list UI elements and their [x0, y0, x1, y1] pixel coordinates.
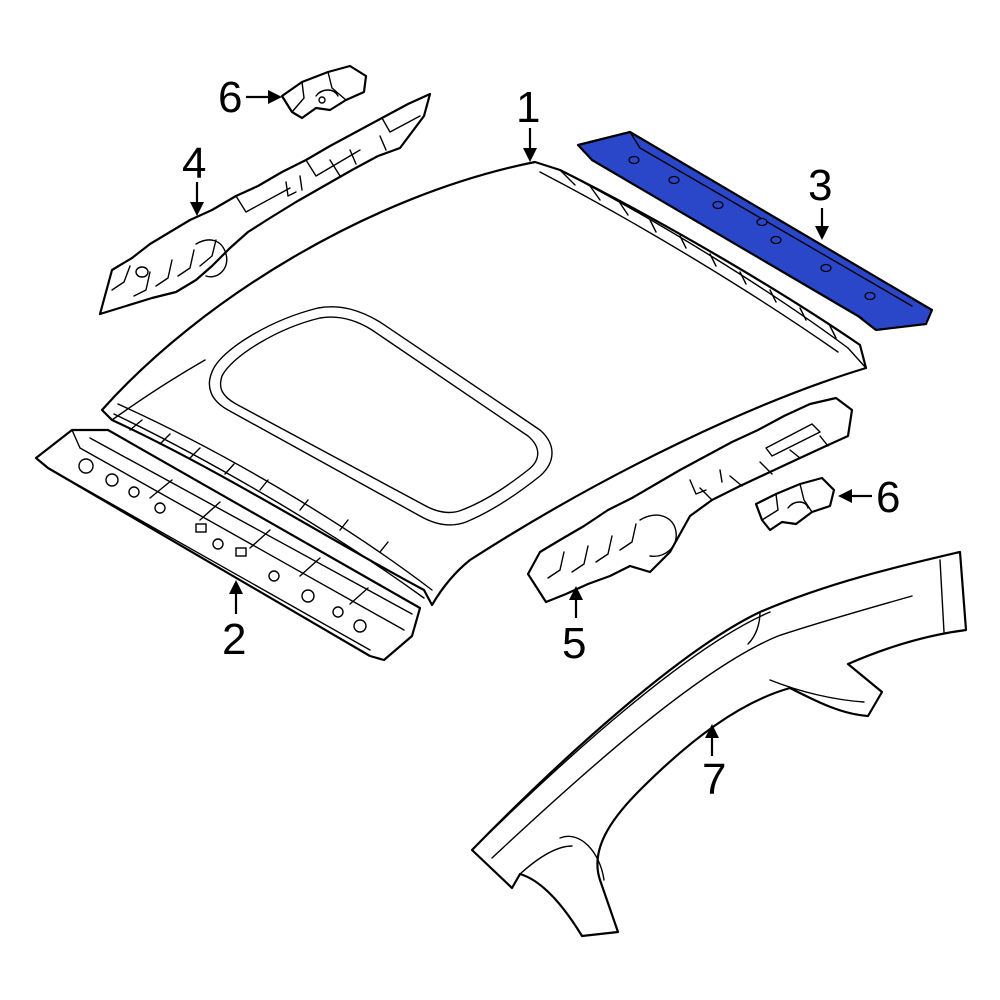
callout-1: 1	[516, 83, 540, 162]
callout-2-label: 2	[222, 615, 246, 664]
callout-6-upper: 6	[218, 73, 282, 122]
callout-7: 7	[702, 724, 726, 804]
part-6-upper-bracket[interactable]	[280, 64, 368, 120]
callout-7-label: 7	[702, 755, 726, 804]
part-3-rear-header-highlighted[interactable]	[576, 130, 934, 332]
part-6-lower-bracket[interactable]	[754, 476, 836, 532]
callout-1-label: 1	[516, 83, 540, 132]
callout-6-lower: 6	[838, 473, 900, 522]
part-1-roof-panel[interactable]	[100, 160, 868, 607]
callout-6-upper-label: 6	[218, 73, 242, 122]
rear-header-holes	[628, 155, 876, 301]
callout-5-label: 5	[562, 619, 586, 668]
callout-3-label: 3	[808, 161, 832, 210]
part-7-side-pillar[interactable]	[470, 550, 968, 938]
callout-4: 4	[182, 139, 206, 216]
callout-5: 5	[562, 586, 586, 668]
part-5-right-roof-rail-reinforcement[interactable]	[526, 396, 854, 604]
part-4-left-roof-rail-reinforcement[interactable]	[98, 92, 432, 316]
callout-2: 2	[222, 580, 246, 664]
callout-3: 3	[808, 161, 832, 240]
callout-4-label: 4	[182, 139, 206, 188]
part-2-front-header[interactable]	[34, 428, 422, 662]
callout-6-lower-label: 6	[876, 473, 900, 522]
